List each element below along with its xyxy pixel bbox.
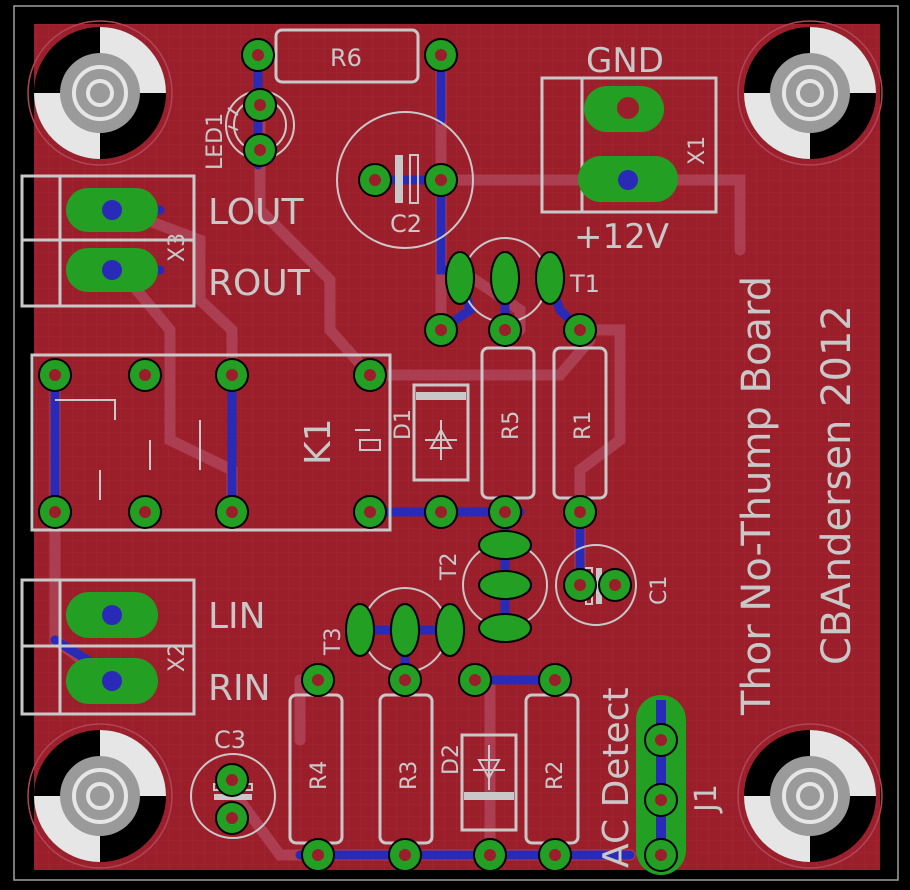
drill-hole <box>499 324 511 336</box>
drill-hole <box>435 506 447 518</box>
ref-j1: J1 <box>689 784 724 814</box>
drill-hole <box>226 812 238 824</box>
mounting-hole-top-right <box>737 20 883 166</box>
ref-k1: K1 <box>298 418 339 465</box>
author-credit: CBAndersen 2012 <box>814 305 860 665</box>
mounting-hole-bottom-left <box>27 723 173 869</box>
drill-hole <box>435 324 447 336</box>
drill-hole <box>484 849 496 861</box>
drill-hole <box>312 849 324 861</box>
drill-hole <box>574 324 586 336</box>
board-outline <box>13 5 899 881</box>
ref-led1: LED1 <box>203 113 228 170</box>
drill-hole <box>549 849 561 861</box>
label-lin: LIN <box>208 596 266 637</box>
ref-r6: R6 <box>330 44 362 72</box>
drill-hole <box>369 174 381 186</box>
label-lout: LOUT <box>208 192 304 233</box>
ref-x1: X1 <box>685 136 710 165</box>
drill-hole <box>364 506 376 518</box>
diode-d1 <box>412 383 470 482</box>
ref-t1: T1 <box>569 270 600 298</box>
ref-c2: C2 <box>390 210 422 238</box>
ref-r4: R4 <box>307 761 332 790</box>
transistor-pad <box>390 603 420 657</box>
drill-hole <box>655 794 667 806</box>
drill-hole <box>499 506 511 518</box>
drill-hole <box>139 369 151 381</box>
drill-hole <box>254 99 266 111</box>
drill-hole <box>574 579 586 591</box>
ref-d2: D2 <box>439 744 464 775</box>
board-title: Thor No-Thump Board <box>734 276 780 716</box>
transistor-pad <box>535 251 565 305</box>
transistor-pad <box>490 251 520 305</box>
drill-hole <box>364 369 376 381</box>
pads <box>38 38 678 872</box>
drill-hole <box>655 849 667 861</box>
mounting-hole-top-left <box>27 20 173 166</box>
ref-x3: X3 <box>165 233 190 262</box>
ref-t2: T2 <box>437 553 462 581</box>
drill-hole <box>435 174 447 186</box>
label-rout: ROUT <box>208 263 311 304</box>
drill-hole <box>435 49 447 61</box>
drill-hole <box>139 506 151 518</box>
connector-x3 <box>20 174 196 308</box>
transistor-pad <box>445 251 475 305</box>
ref-d1: D1 <box>391 409 416 440</box>
transistor-pad <box>345 603 375 657</box>
ref-r5: R5 <box>499 411 524 440</box>
drill-hole <box>49 369 61 381</box>
drill-hole <box>312 674 324 686</box>
ref-t3: T3 <box>321 628 346 656</box>
drill-hole <box>49 506 61 518</box>
label-ac-detect: AC Detect <box>596 687 637 868</box>
relay-k1 <box>30 353 392 532</box>
mounting-hole-bottom-right <box>737 723 883 869</box>
drill-hole <box>252 49 264 61</box>
drill-hole <box>399 674 411 686</box>
drill-hole <box>226 774 238 786</box>
transistor-pad <box>478 570 532 600</box>
ref-c3: C3 <box>214 726 246 754</box>
drill-hole <box>226 506 238 518</box>
drill-hole <box>226 369 238 381</box>
drill-hole <box>574 506 586 518</box>
drill-hole <box>549 674 561 686</box>
ref-c1: C1 <box>647 576 672 605</box>
drill-hole <box>469 674 481 686</box>
drill-hole <box>655 734 667 746</box>
transistor-pad <box>435 603 465 657</box>
label-gnd: GND <box>586 41 664 81</box>
ref-x2: X2 <box>165 643 190 672</box>
resistor-r6 <box>274 28 420 84</box>
capacitor-c2 <box>336 111 474 249</box>
connector-x2 <box>20 578 196 716</box>
drill-hole <box>254 144 266 156</box>
transistor-pad <box>478 530 532 560</box>
connector-x1 <box>540 76 718 214</box>
ref-r3: R3 <box>397 761 422 790</box>
drill-hole <box>609 579 621 591</box>
diode-d2 <box>460 733 518 832</box>
label-12v: +12V <box>574 217 669 257</box>
ref-r2: R2 <box>543 761 568 790</box>
ref-r1: R1 <box>571 411 596 440</box>
drill-hole <box>399 849 411 861</box>
label-rin: RIN <box>208 668 271 709</box>
transistor-pad <box>478 613 532 643</box>
